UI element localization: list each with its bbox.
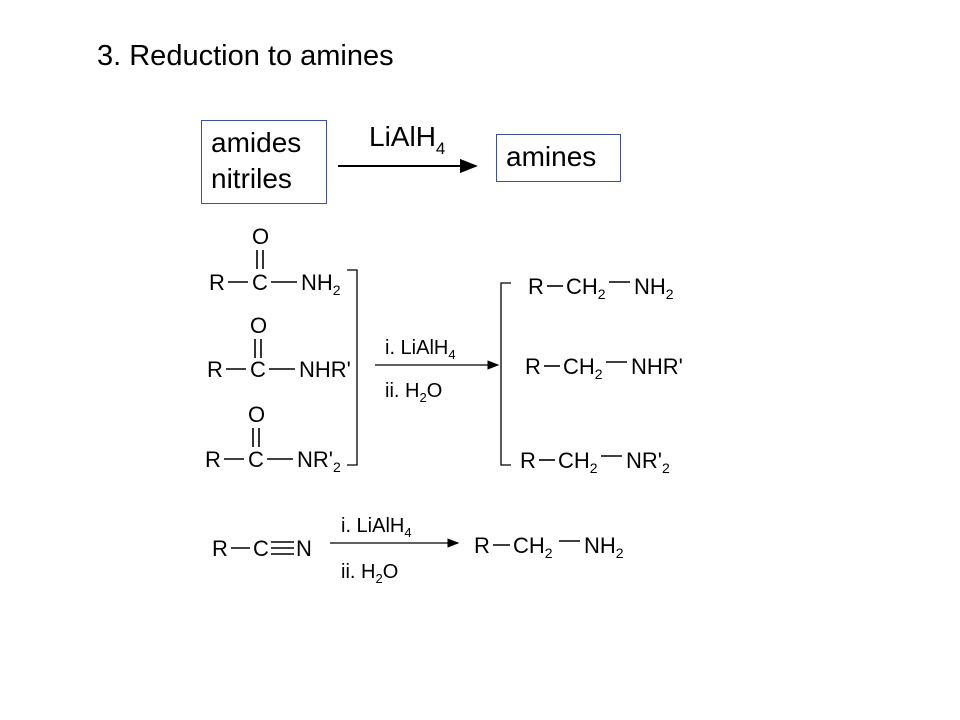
product-bracket: [500, 282, 511, 466]
amide-primary: O R C NH2: [209, 224, 341, 298]
amide-substituent: NHR': [299, 357, 351, 382]
r-group: R: [207, 357, 223, 382]
nitrile-product-amine: R CH2 NH2: [474, 533, 624, 561]
oxygen-atom: O: [250, 313, 267, 338]
amide-substituent: NR'2: [297, 447, 341, 475]
r-group: R: [212, 536, 228, 561]
product-box: amines: [496, 134, 621, 182]
summary-reagent: LiAlH4: [369, 121, 445, 158]
oxygen-atom: O: [252, 224, 269, 249]
carbonyl-carbon: C: [252, 270, 268, 295]
page-title: 3. Reduction to amines: [97, 40, 394, 72]
product-amines: amines: [506, 141, 597, 172]
amine-tertiary: R CH2 NR'2: [520, 448, 670, 476]
nitrile-carbon: C: [253, 536, 269, 561]
reactant-amides: amides: [211, 127, 302, 158]
nitrile-nitrogen: N: [296, 536, 312, 561]
amine-substituent: NH2: [584, 533, 624, 561]
nitrile-step1-reagent: i. LiAlH4: [341, 515, 412, 540]
reactant-bracket: [347, 269, 358, 466]
amine-substituent: NHR': [631, 354, 683, 379]
r-group: R: [525, 354, 541, 379]
oxygen-atom: O: [248, 402, 265, 427]
methylene-group: CH2: [513, 533, 553, 561]
nitrile-reactant: R C N: [212, 536, 312, 561]
r-group: R: [528, 274, 544, 299]
r-group: R: [209, 270, 225, 295]
amide-substituent: NH2: [301, 270, 341, 298]
amide-secondary: O R C NHR': [207, 313, 351, 382]
r-group: R: [474, 533, 490, 558]
methylene-group: CH2: [563, 354, 603, 382]
r-group: R: [205, 447, 221, 472]
amine-substituent: NR'2: [626, 448, 670, 476]
methylene-group: CH2: [566, 274, 606, 302]
r-group: R: [520, 448, 536, 473]
reactant-nitriles: nitriles: [211, 163, 292, 194]
nitrile-step2-reagent: ii. H2O: [341, 561, 398, 586]
amide-tertiary: O R C NR'2: [205, 402, 341, 475]
amine-substituent: NH2: [634, 274, 674, 302]
amine-primary: R CH2 NH2: [528, 274, 674, 302]
carbonyl-carbon: C: [250, 357, 266, 382]
step1-reagent: i. LiAlH4: [385, 337, 456, 362]
reactants-box: amides nitriles: [201, 120, 327, 204]
carbonyl-carbon: C: [248, 447, 264, 472]
step2-reagent: ii. H2O: [385, 380, 442, 405]
methylene-group: CH2: [558, 448, 598, 476]
amine-secondary: R CH2 NHR': [525, 354, 683, 382]
